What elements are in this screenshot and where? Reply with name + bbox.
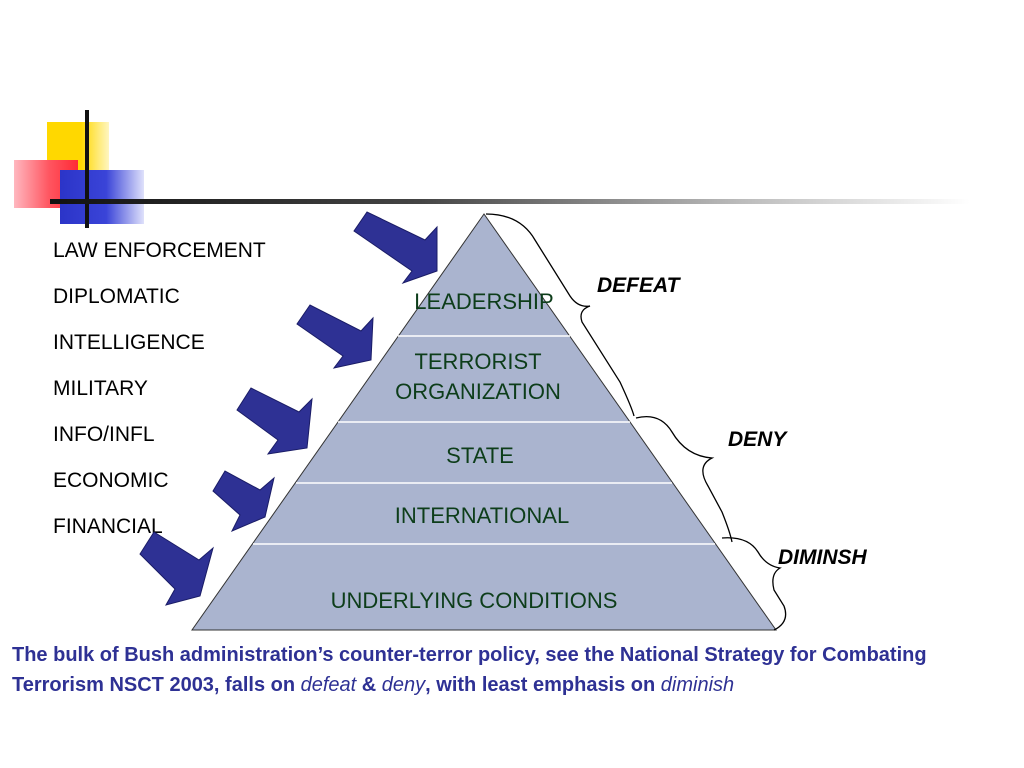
caption: The bulk of Bush administration’s counte… [12,640,1012,700]
label-diminish: DIMINSH [778,546,867,569]
arrow-icon [236,387,313,455]
arrow-icon [353,211,438,285]
instruments-list: LAW ENFORCEMENT DIPLOMATIC INTELLIGENCE … [53,228,266,550]
instrument-item: DIPLOMATIC [53,285,180,308]
caption-deny: deny [381,674,426,696]
instrument-item: ECONOMIC [53,469,169,492]
brace-defeat [485,213,635,417]
brace-diminish [721,537,787,631]
level-terrorist-organization: TERRORIST ORGANIZATION [395,349,561,404]
instrument-item: LAW ENFORCEMENT [53,239,266,262]
instrument-item: INFO/INFL [53,423,155,446]
level-international: INTERNATIONAL [394,503,570,528]
level-underlying-conditions: UNDERLYING CONDITIONS [330,588,618,613]
level-state: STATE [446,443,514,468]
caption-part2: , with least emphasis on [425,674,661,696]
arrow-icon [296,304,374,369]
title-rule [50,199,970,204]
instrument-item: INTELLIGENCE [53,331,205,354]
instrument-item: MILITARY [53,377,148,400]
arrow-icon [212,470,275,532]
caption-part1: The bulk of Bush administration’s counte… [12,644,927,696]
arrow-icon [139,531,214,606]
level-leadership: LEADERSHIP [414,289,554,314]
caption-defeat: defeat [300,674,357,696]
label-deny: DENY [728,428,787,451]
instrument-item: FINANCIAL [53,515,163,538]
label-defeat: DEFEAT [597,274,680,297]
logo-vertical-line [85,110,89,228]
caption-diminish: diminish [660,674,735,696]
caption-amp: & [356,674,382,696]
logo-blue-square [60,170,144,224]
brace-deny [635,415,733,543]
